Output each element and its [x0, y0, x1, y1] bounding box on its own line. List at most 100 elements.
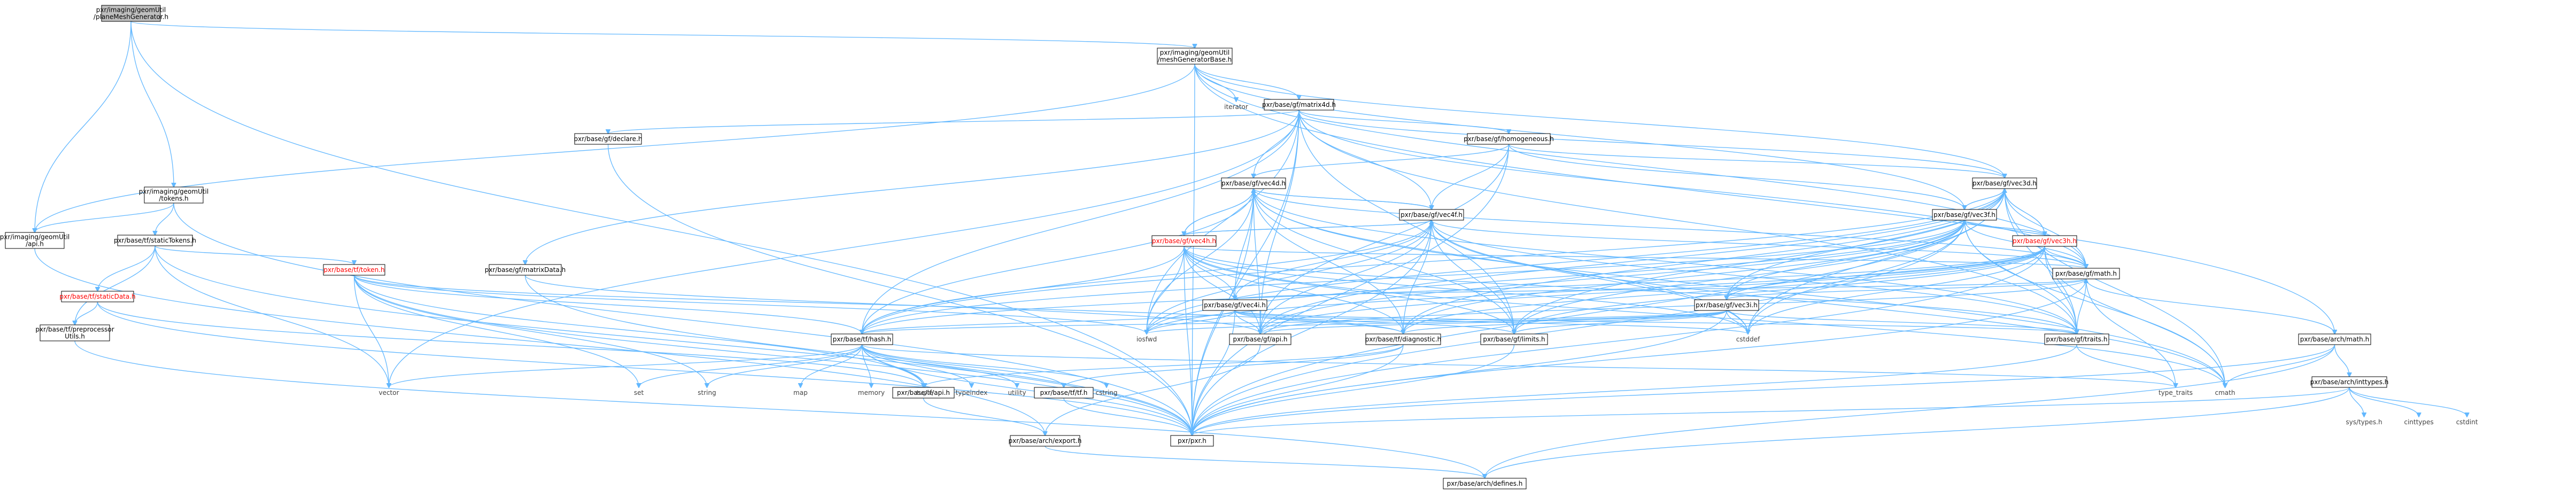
node-type_traits: type_traits: [2159, 389, 2193, 396]
node-box-statictokens: [117, 235, 193, 246]
node-label-string: string: [698, 389, 716, 396]
edge-token-to-iosfwd: [353, 275, 1147, 334]
node-hash[interactable]: pxr/base/tf/hash.h: [831, 333, 893, 345]
node-homogeneous[interactable]: pxr/base/gf/homogeneous.h: [1464, 133, 1554, 145]
edge-homogeneous-to-vec4f: [1432, 144, 1510, 209]
edge-hash-to-cstring: [861, 344, 1107, 387]
edge-vec4f-to-traits: [1431, 220, 2077, 334]
node-box-traits: [2044, 333, 2109, 345]
node-box-meshgen: [1157, 48, 1233, 65]
node-pxr[interactable]: pxr/pxr.h: [1170, 435, 1214, 447]
node-label-utility: utility: [1008, 389, 1026, 396]
edge-vec3i-to-cstddef: [1726, 310, 1748, 334]
node-box-limits: [1480, 333, 1548, 345]
node-vec3i[interactable]: pxr/base/gf/vec3i.h: [1694, 299, 1759, 311]
edge-vec3h-to-hash: [862, 246, 2045, 334]
node-vec3d[interactable]: pxr/base/gf/vec3d.h: [1972, 177, 2037, 189]
node-label-vec3d: pxr/base/gf/vec3d.h: [1972, 180, 2037, 187]
node-label-tuple: tuple: [917, 389, 933, 396]
node-staticdata[interactable]: pxr/base/tf/staticData.h: [59, 291, 136, 302]
edge-statictokens-to-staticdata: [98, 245, 156, 291]
node-label-matrix4d: pxr/base/gf/matrix4d.h: [1262, 101, 1336, 108]
edge-vec3f-to-iosfwd: [1147, 220, 1965, 334]
node-box-vec3d: [1972, 177, 2037, 189]
node-tfh[interactable]: pxr/base/tf/tf.h: [1034, 387, 1094, 399]
edge-vec4d-to-gfapi: [1253, 188, 1260, 334]
node-box-vec3i: [1694, 299, 1759, 311]
edge-homogeneous-to-vec3d: [1508, 144, 2005, 178]
node-box-staticdata: [61, 291, 134, 302]
edge-vec3f-to-limits: [1514, 220, 1965, 334]
node-label-cmath: cmath: [2215, 389, 2235, 396]
edge-root-to-pxr: [130, 21, 1192, 435]
node-archexport[interactable]: pxr/base/arch/export.h: [1009, 435, 1082, 447]
edge-archexport-to-archdefines: [1045, 446, 1485, 478]
node-label-type_traits: type_traits: [2159, 389, 2193, 396]
node-label-geomapi: pxr/imaging/geomUtil: [0, 234, 69, 241]
node-matrixdata[interactable]: pxr/base/gf/matrixData.h: [485, 264, 566, 276]
edge-gfmath-to-gfapi: [1260, 278, 2087, 334]
node-diagnostic[interactable]: pxr/base/tf/diagnostic.h: [1365, 333, 1442, 345]
node-gfapi[interactable]: pxr/base/gf/api.h: [1229, 333, 1291, 345]
node-box-archmath: [2298, 333, 2371, 345]
node-root[interactable]: pxr/imaging/geomUtil/planeMeshGenerator.…: [94, 5, 168, 22]
edge-vec3h-to-traits: [2044, 246, 2077, 334]
edge-inttypes-to-pxr: [1192, 387, 2350, 435]
node-declare[interactable]: pxr/base/gf/declare.h: [574, 133, 643, 145]
nodes-layer: pxr/imaging/geomUtil/planeMeshGenerator.…: [0, 5, 2478, 489]
node-meshgen[interactable]: pxr/imaging/geomUtil/meshGeneratorBase.h: [1157, 48, 1233, 65]
node-label-gfmath: pxr/base/gf/math.h: [2055, 270, 2117, 277]
node-vec4d[interactable]: pxr/base/gf/vec4d.h: [1221, 177, 1286, 189]
node-archmath[interactable]: pxr/base/arch/math.h: [2298, 333, 2371, 345]
node-gfmath[interactable]: pxr/base/gf/math.h: [2052, 268, 2120, 279]
edge-limits-to-pxr: [1192, 344, 1515, 435]
node-vec4h[interactable]: pxr/base/gf/vec4h.h: [1151, 235, 1217, 247]
node-vec3f[interactable]: pxr/base/gf/vec3f.h: [1932, 209, 1997, 221]
node-map: map: [793, 389, 808, 396]
node-box-pxr: [1170, 435, 1214, 447]
edge-matrix4d-to-homogeneous: [1298, 110, 1509, 134]
node-vec4i[interactable]: pxr/base/gf/vec4i.h: [1202, 299, 1267, 311]
edge-vec3d-to-pxr: [1192, 188, 2005, 435]
node-label-traits: pxr/base/gf/traits.h: [2046, 336, 2108, 343]
edge-traits-to-type_traits: [2076, 344, 2176, 387]
node-tfapi[interactable]: pxr/base/tf/api.h: [892, 387, 955, 399]
node-traits[interactable]: pxr/base/gf/traits.h: [2044, 333, 2109, 345]
edge-vec4i-to-traits: [1234, 310, 2077, 334]
edge-vec4f-to-gfapi: [1260, 220, 1432, 334]
node-box-gfapi: [1229, 333, 1291, 345]
node-box-root: [101, 5, 161, 22]
edge-diagnostic-to-tfapi: [924, 344, 1404, 387]
edge-meshgen-to-vec3f: [1194, 64, 1964, 209]
node-systypes: sys/types.h: [2346, 418, 2382, 426]
node-label-memory: memory: [858, 389, 885, 396]
node-label-iosfwd: iosfwd: [1136, 336, 1157, 343]
edge-matrix4d-to-limits: [1298, 110, 1514, 334]
edge-vec3d-to-hash: [862, 188, 2005, 334]
node-label-meshgen: /meshGeneratorBase.h: [1158, 56, 1232, 64]
edge-meshgen-to-matrix4d: [1194, 64, 1299, 99]
node-limits[interactable]: pxr/base/gf/limits.h: [1480, 333, 1548, 345]
edge-matrix4d-to-declare: [608, 110, 1299, 134]
edge-vec4h-to-cmath: [1183, 246, 2225, 387]
node-geomapi[interactable]: pxr/imaging/geomUtil/api.h: [0, 232, 69, 249]
node-matrix4d[interactable]: pxr/base/gf/matrix4d.h: [1262, 99, 1336, 111]
node-label-tfh: pxr/base/tf/tf.h: [1040, 389, 1088, 396]
node-statictokens[interactable]: pxr/base/tf/staticTokens.h: [114, 235, 196, 246]
edge-hash-to-typeindex: [861, 344, 972, 387]
edge-inttypes-to-cstdint: [2349, 387, 2467, 417]
edge-vec3i-to-gfmath: [1726, 279, 2086, 300]
node-box-archdefines: [1443, 478, 1527, 489]
edge-token-to-pxr: [353, 275, 1193, 435]
edge-tfh-to-pxr: [1063, 398, 1192, 435]
node-vec3h[interactable]: pxr/base/gf/vec3h.h: [2012, 235, 2077, 247]
node-box-preprocessor: [40, 324, 110, 341]
node-label-inttypes: pxr/base/arch/inttypes.h: [2310, 378, 2389, 386]
node-archdefines[interactable]: pxr/base/arch/defines.h: [1443, 478, 1527, 489]
node-token[interactable]: pxr/base/tf/token.h: [323, 264, 385, 276]
node-inttypes[interactable]: pxr/base/arch/inttypes.h: [2310, 376, 2389, 388]
node-tokens[interactable]: pxr/imaging/geomUtil/tokens.h: [139, 186, 208, 204]
node-vec4f[interactable]: pxr/base/gf/vec4f.h: [1399, 209, 1464, 221]
